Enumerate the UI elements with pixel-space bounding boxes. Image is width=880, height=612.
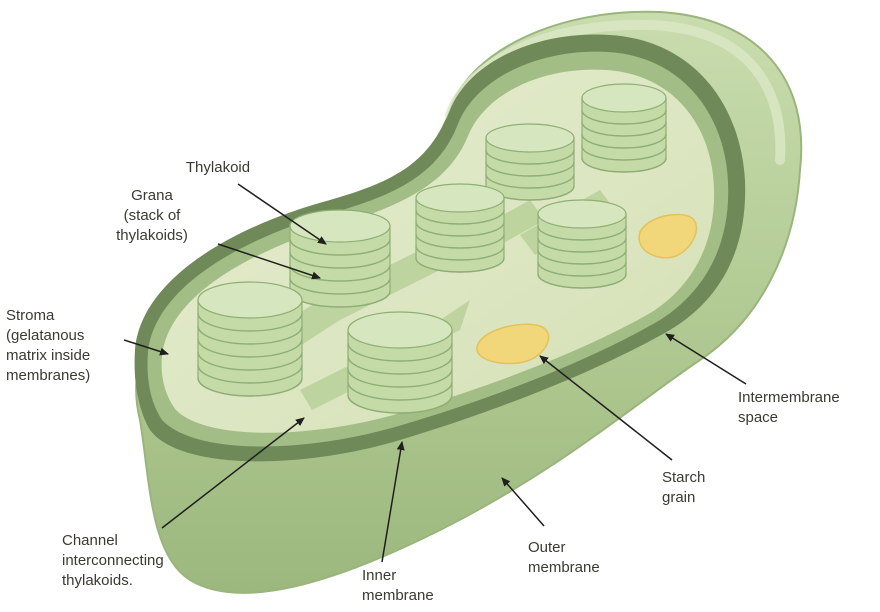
- label-thylakoid: Thylakoid: [168, 158, 268, 178]
- thylakoid-top-disc: [416, 184, 504, 212]
- label-grana: Grana (stack of thylakoids): [82, 186, 222, 246]
- granum-lower-center: [348, 312, 452, 413]
- label-outer-membrane: Outer membrane: [528, 538, 638, 578]
- thylakoid-top-disc: [198, 282, 302, 318]
- label-starch-grain: Starch grain: [662, 468, 742, 508]
- granum-top-middle: [486, 124, 574, 200]
- granum-middle-right: [538, 200, 626, 288]
- granum-middle: [416, 184, 504, 272]
- thylakoid-top-disc: [486, 124, 574, 152]
- label-inner-membrane: Inner membrane: [362, 566, 462, 606]
- label-stroma: Stroma (gelatanous matrix inside membran…: [6, 306, 136, 386]
- outer-membrane-arrow: [502, 478, 544, 526]
- thylakoid-top-disc: [290, 210, 390, 242]
- granum-top-right: [582, 84, 666, 172]
- granum-upper-left: [290, 210, 390, 307]
- label-intermembrane-space: Intermembrane space: [738, 388, 878, 428]
- granum-left: [198, 282, 302, 396]
- label-channel: Channel interconnecting thylakoids.: [62, 531, 222, 591]
- thylakoid-top-disc: [582, 84, 666, 112]
- thylakoid-top-disc: [348, 312, 452, 348]
- thylakoid-top-disc: [538, 200, 626, 228]
